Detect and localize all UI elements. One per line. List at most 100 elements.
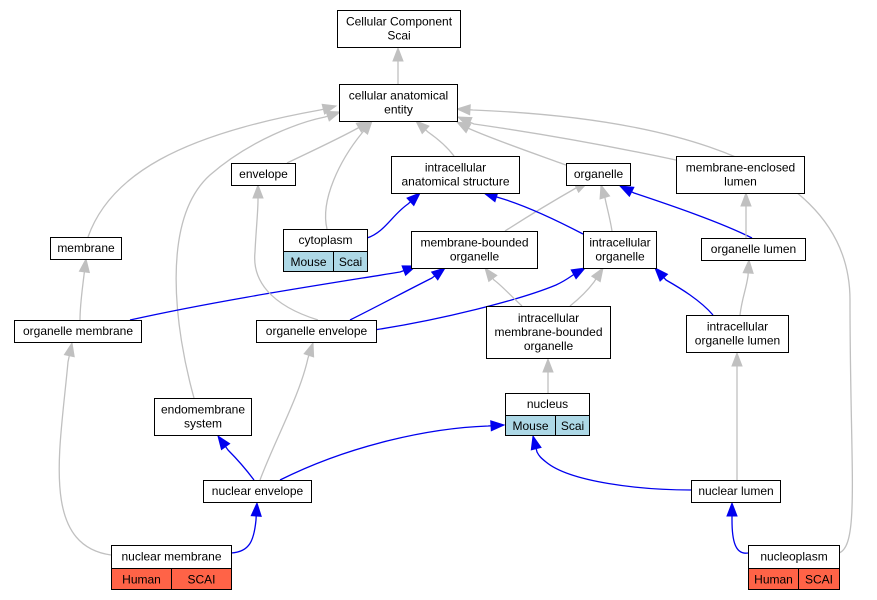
edge-membrane-enclosed-lumen-to-cellular-anatomical-entity <box>456 116 677 161</box>
node-organelle-envelope[interactable]: organelle envelope <box>256 320 377 343</box>
node-label-line: Cellular Component <box>346 15 453 29</box>
edge-layer <box>58 46 854 556</box>
node-label-line: Scai <box>387 29 410 43</box>
node-label-line: membrane-bounded <box>420 236 528 250</box>
edge-nuclear-membrane-to-organelle-membrane <box>58 341 112 556</box>
tag-box <box>798 568 840 590</box>
source-tag-scai: Scai <box>561 419 584 433</box>
node-label-line: nuclear membrane <box>121 550 221 564</box>
node-membrane[interactable]: membrane <box>50 237 122 260</box>
node-envelope[interactable]: envelope <box>231 163 296 186</box>
node-label-line: intracellular <box>425 161 486 175</box>
source-tag-scai: SCAI <box>187 573 215 587</box>
node-label-line: nucleus <box>527 397 568 411</box>
edge-intracellular-membrane-bounded-organelle-to-membrane-bounded-organelle <box>484 266 523 307</box>
edge-organelle-membrane-to-membrane-bounded-organelle <box>129 265 418 321</box>
edge-nuclear-lumen-to-nucleus <box>530 434 692 491</box>
tag-box <box>333 251 368 272</box>
source-tag-mouse: Mouse <box>290 255 326 269</box>
node-box <box>231 163 296 186</box>
node-label-line: organelle <box>595 250 645 264</box>
edge-nuclear-lumen-to-intracellular-organelle-lumen <box>731 351 743 480</box>
node-label-line: organelle membrane <box>23 324 133 338</box>
node-box <box>411 231 538 269</box>
node-nuclear-lumen[interactable]: nuclear lumen <box>691 480 781 503</box>
source-tag-mouse: Mouse <box>512 419 548 433</box>
node-organelle[interactable]: organelle <box>566 163 631 186</box>
edge-organelle-lumen-to-organelle <box>618 185 753 239</box>
source-tag-human: Human <box>122 573 161 587</box>
node-label-line: intracellular <box>707 320 768 334</box>
edge-cellular-anatomical-entity-to-cellular-component-scai <box>392 46 404 84</box>
edge-intracellular-organelle-lumen-to-organelle-lumen <box>739 258 754 316</box>
edge-organelle-envelope-to-intracellular-organelle <box>373 267 587 331</box>
node-box <box>339 84 458 122</box>
tag-box <box>171 568 232 590</box>
node-box <box>14 320 142 343</box>
node-box <box>583 231 657 269</box>
node-organelle-membrane[interactable]: organelle membrane <box>14 320 142 343</box>
edge-organelle-envelope-to-envelope <box>252 183 319 321</box>
node-label-line: organelle <box>450 250 500 264</box>
edge-nuclear-membrane-to-nuclear-envelope <box>230 501 262 554</box>
node-label-line: system <box>184 417 222 431</box>
node-label-line: intracellular <box>589 236 650 250</box>
edge-nuclear-envelope-to-nucleus <box>279 420 506 481</box>
node-box <box>391 156 520 194</box>
node-label-line: organelle lumen <box>695 334 780 348</box>
node-box <box>486 306 611 359</box>
edge-organelle-membrane-to-membrane <box>78 257 91 321</box>
node-label-line: organelle envelope <box>266 324 368 338</box>
source-tag-human: Human <box>754 573 793 587</box>
edge-organelle-lumen-to-membrane-enclosed-lumen <box>740 191 752 238</box>
node-box <box>256 320 377 343</box>
node-box <box>676 156 805 194</box>
node-label-line: cytoplasm <box>298 233 352 247</box>
edge-envelope-to-cellular-anatomical-entity <box>286 120 372 164</box>
edge-nucleoplasm-to-nuclear-lumen <box>726 501 749 554</box>
source-tag-scai: Scai <box>339 255 362 269</box>
node-label-line: membrane <box>57 241 115 255</box>
node-label-line: endomembrane <box>161 403 245 417</box>
node-label-line: nuclear lumen <box>698 484 773 498</box>
node-label-line: nuclear envelope <box>212 484 304 498</box>
node-box <box>154 398 252 436</box>
edge-nuclear-envelope-to-endomembrane-system <box>217 434 255 481</box>
edge-intracellular-anatomical-structure-to-cellular-anatomical-entity <box>414 120 455 157</box>
node-label-line: membrane-bounded <box>494 325 602 339</box>
edge-intracellular-membrane-bounded-organelle-to-intracellular-organelle <box>569 266 604 307</box>
node-label-line: anatomical structure <box>401 175 509 189</box>
node-label-line: organelle <box>524 339 574 353</box>
node-box <box>203 480 312 503</box>
edge-cytoplasm-to-cellular-anatomical-entity <box>325 119 373 230</box>
source-tag-scai: SCAI <box>805 573 833 587</box>
node-label-line: cellular anatomical <box>349 89 448 103</box>
node-label-line: organelle lumen <box>711 242 796 256</box>
node-nuclear-envelope[interactable]: nuclear envelope <box>203 480 312 503</box>
node-label-line: nucleoplasm <box>760 550 827 564</box>
node-label-line: membrane-enclosed <box>686 161 795 175</box>
node-label-line: intracellular <box>518 311 579 325</box>
node-label-line: lumen <box>724 175 757 189</box>
node-box <box>686 315 789 353</box>
edge-nucleoplasm-to-cellular-anatomical-entity <box>455 104 854 554</box>
node-label-line: organelle <box>574 167 624 181</box>
node-box <box>50 237 122 260</box>
edge-nuclear-envelope-to-organelle-envelope <box>259 341 315 481</box>
node-organelle-lumen[interactable]: organelle lumen <box>701 238 806 261</box>
tag-box <box>555 415 590 436</box>
